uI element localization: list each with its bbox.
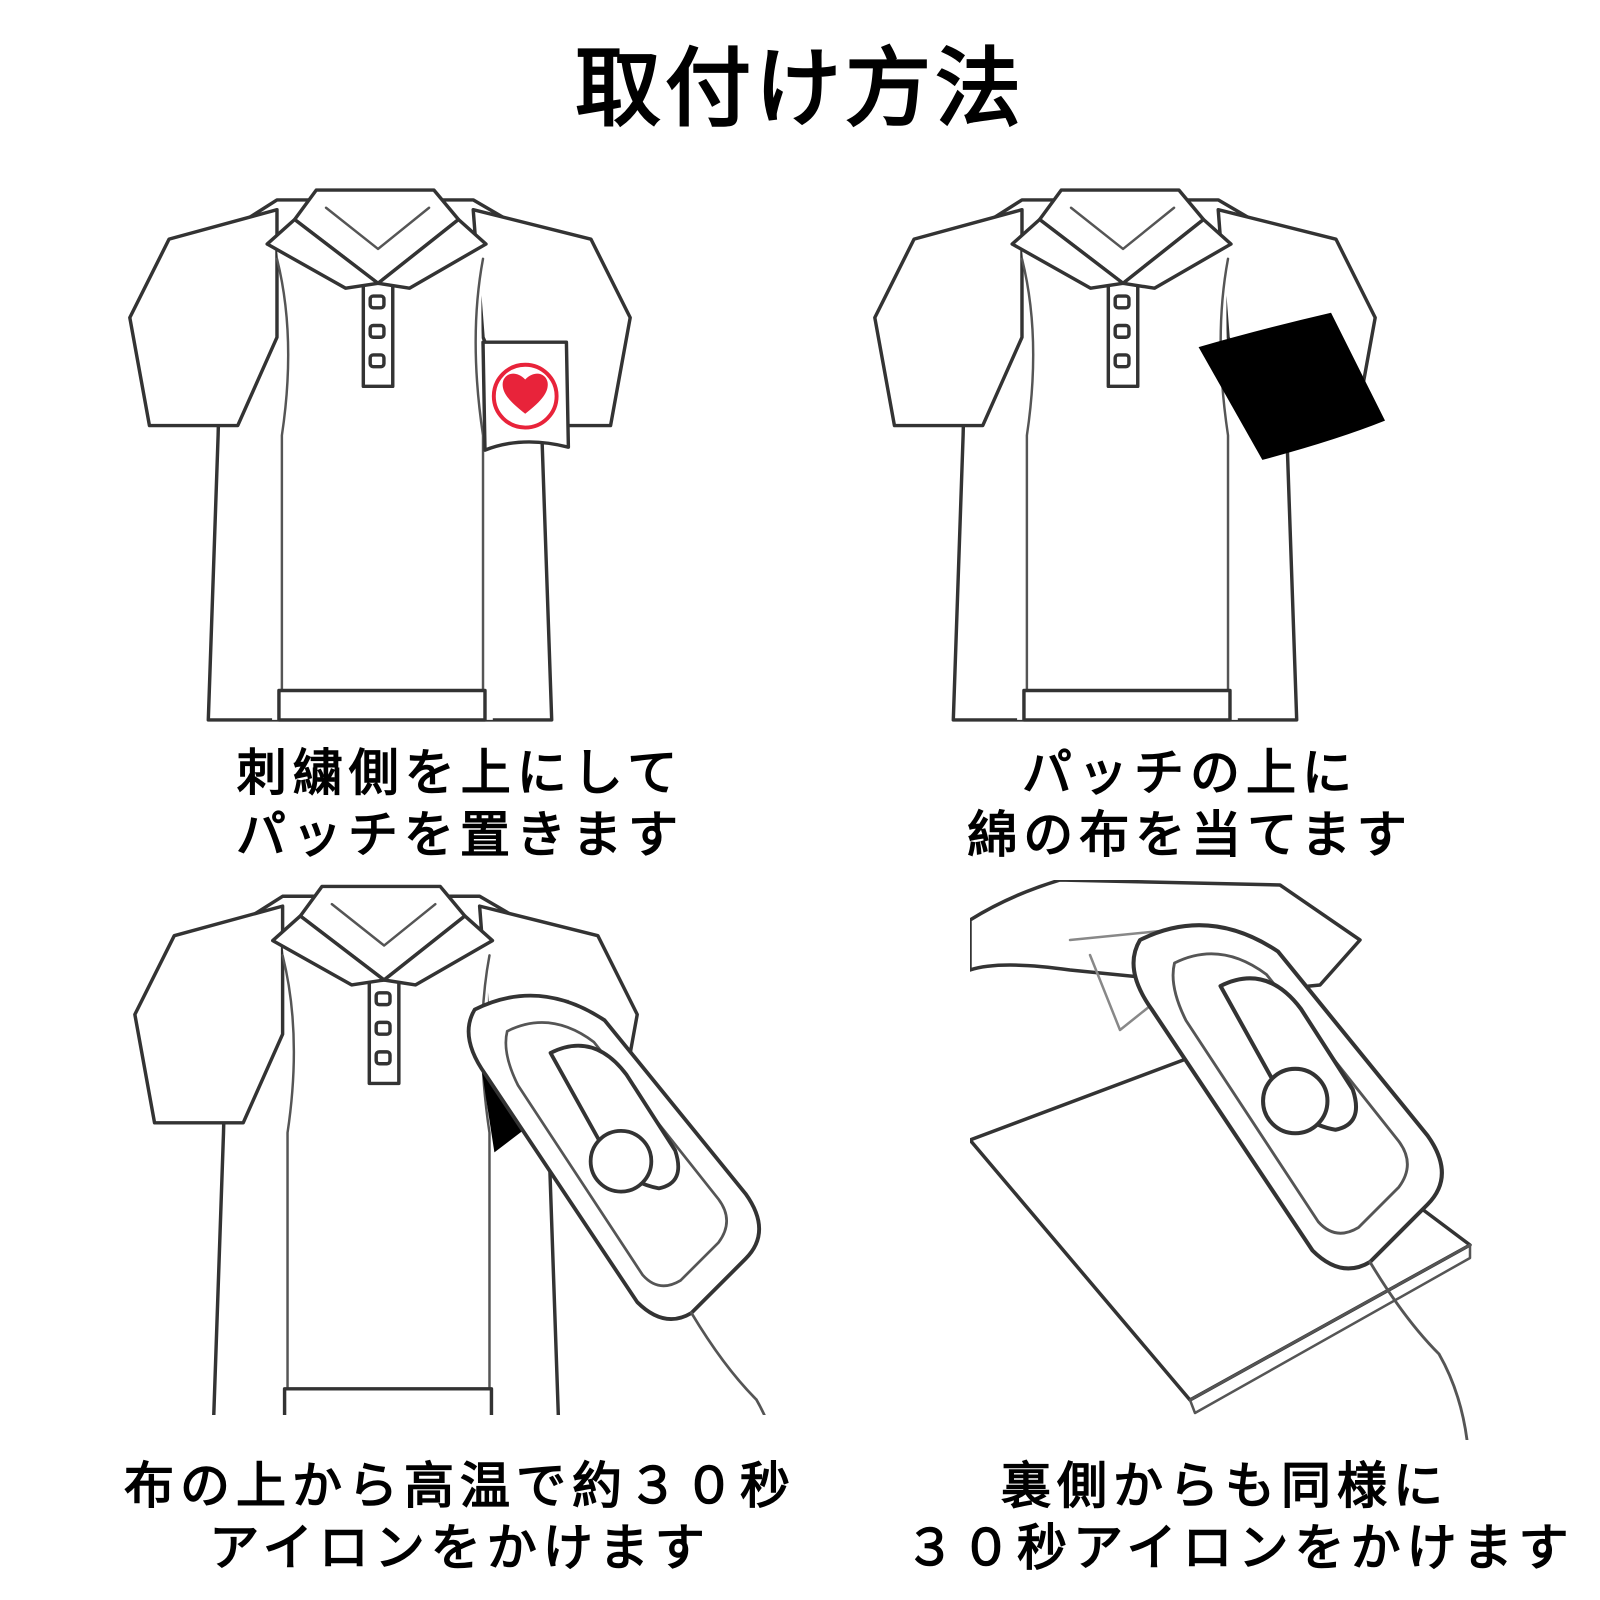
step1-shirt-illustration: [128, 188, 632, 722]
patch-icon: [481, 340, 571, 452]
step4-line2: ３０秒アイロンをかけます: [905, 1519, 1575, 1577]
step3-caption: 布の上から高温で約３０秒 アイロンをかけます: [80, 1455, 840, 1579]
step1-caption: 刺繍側を上にして パッチを置きます: [120, 742, 800, 866]
step1-line2: パッチを置きます: [236, 806, 684, 864]
step3-line2: アイロンをかけます: [209, 1519, 711, 1577]
cloth-cover: [1198, 312, 1385, 460]
step2-line1: パッチの上に: [1022, 744, 1358, 802]
step2-caption: パッチの上に 綿の布を当てます: [880, 742, 1500, 866]
step4-line1: 裏側からも同様に: [1001, 1457, 1449, 1515]
step1-line1: 刺繍側を上にして: [236, 744, 684, 802]
step3-line1: 布の上から高温で約３０秒: [124, 1457, 796, 1515]
step3-shirt-illustration: [133, 884, 785, 1415]
page-title: 取付け方法: [575, 39, 1025, 139]
step2-shirt-illustration: [873, 188, 1385, 722]
step2-line2: 綿の布を当てます: [967, 806, 1413, 864]
step4-shirt-back-illustration: [970, 880, 1472, 1440]
step4-caption: 裏側からも同様に ３０秒アイロンをかけます: [905, 1455, 1575, 1579]
